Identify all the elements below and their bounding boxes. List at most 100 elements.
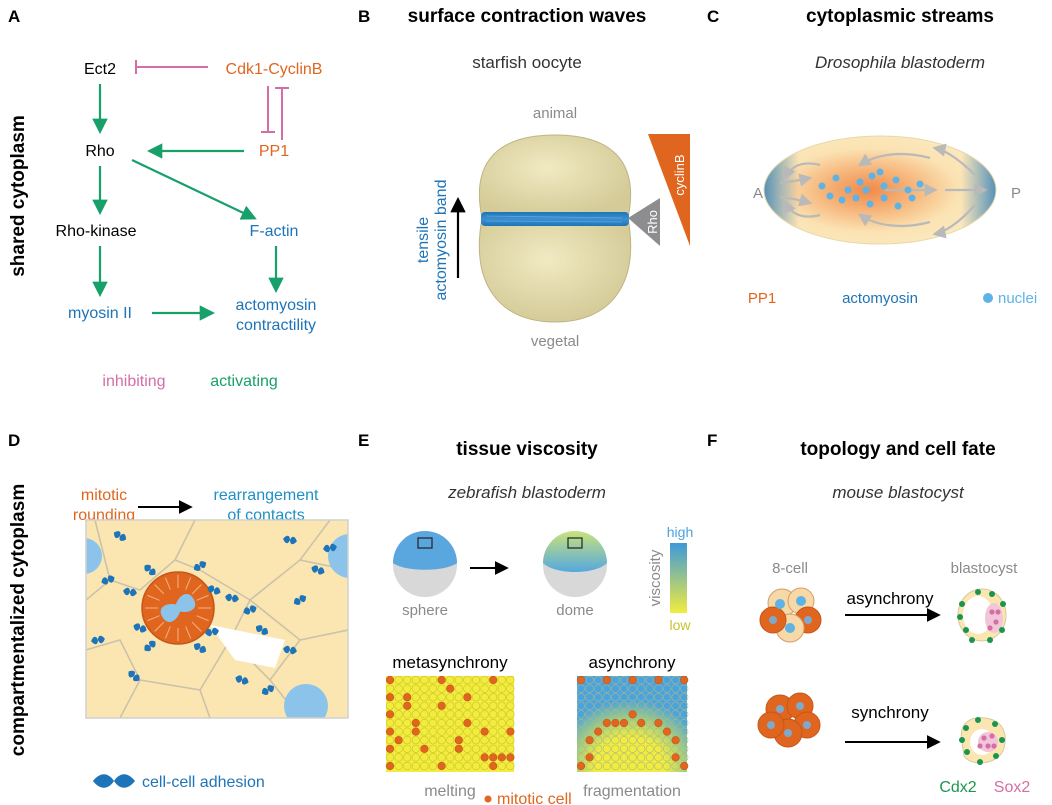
grid-cell	[637, 753, 646, 762]
grid-cell	[671, 718, 680, 728]
grid-cell	[454, 718, 463, 728]
legend-pp1: PP1	[748, 290, 776, 307]
grid-cell	[506, 753, 515, 762]
grid-cell	[654, 701, 663, 710]
adhesion-shape	[144, 640, 156, 652]
grid-cell	[428, 744, 438, 753]
grid-cell	[602, 684, 611, 693]
grid-cell	[446, 693, 455, 702]
grid-cell	[619, 684, 629, 693]
grid-cell	[489, 718, 498, 728]
sox2-nucleus	[987, 625, 993, 631]
grid-cell	[463, 736, 472, 745]
nucleus	[862, 186, 870, 194]
adhesion	[91, 635, 105, 645]
grid-cell	[489, 675, 498, 685]
grid-cell	[506, 736, 515, 745]
grid-cell	[454, 710, 463, 719]
actomyosin-band	[481, 212, 629, 226]
legend-activating: activating	[210, 373, 278, 390]
spoke	[154, 621, 165, 632]
panel-title: tissue viscosity	[456, 439, 598, 460]
grid-cell	[394, 727, 403, 736]
node-contractility: contractility	[236, 317, 316, 334]
grid-cell	[611, 710, 620, 719]
legend-cdx2: Cdx2	[939, 779, 976, 796]
nucleus	[892, 176, 900, 184]
grid-cell	[489, 753, 498, 762]
grid-cell	[628, 753, 637, 762]
grid-cell	[437, 675, 446, 685]
grid-cell	[662, 718, 672, 728]
cdx2-nucleus	[957, 614, 963, 620]
grid-cell	[437, 710, 446, 719]
sox2-nucleus	[977, 743, 983, 749]
grid-cell	[454, 761, 463, 771]
stream	[932, 204, 976, 239]
grid-cell	[662, 701, 672, 710]
grid-cell	[489, 684, 498, 693]
grid-cell	[594, 710, 603, 719]
grid-cell	[446, 753, 455, 762]
grid-cell	[437, 684, 446, 693]
grid-cell	[411, 693, 420, 702]
grid-cell	[385, 718, 395, 728]
grid-cell	[680, 693, 689, 702]
grid-cell	[602, 693, 611, 702]
dividing-chromatin	[160, 594, 196, 622]
grid-cell	[463, 710, 472, 719]
cdx2-nucleus	[963, 725, 969, 731]
grid-cell	[420, 718, 429, 728]
grid-cell	[411, 675, 420, 685]
grid-cell	[506, 675, 515, 685]
grid-cell	[602, 744, 611, 753]
cdx2-nucleus	[999, 737, 1005, 743]
activate-rho-factin	[131, 159, 257, 220]
grid-cell	[428, 753, 438, 762]
nucleus	[796, 702, 804, 710]
grid-cell	[497, 761, 506, 771]
spoke	[191, 584, 202, 595]
grid-cell	[446, 684, 455, 693]
grid-cell	[628, 727, 637, 736]
dome-embryo	[543, 531, 607, 597]
grid-cell	[506, 684, 515, 693]
grid-cell	[654, 710, 663, 719]
adhesion-shape	[255, 625, 269, 635]
neighbor-nucleus	[328, 534, 348, 578]
nucleus	[818, 182, 826, 190]
cdx2-nucleus	[987, 637, 993, 643]
grid-cell	[680, 710, 689, 719]
grid-cell	[394, 693, 403, 702]
stream	[783, 199, 821, 218]
grid-cell	[619, 736, 629, 745]
grid-cell	[594, 701, 603, 710]
grid-cell	[611, 727, 620, 736]
grid-cell	[654, 753, 663, 762]
sox2-nucleus	[981, 735, 987, 741]
grid-cell	[428, 761, 438, 771]
grid-cell	[662, 736, 672, 745]
label-cyclinb: cyclinB	[672, 154, 687, 195]
grid-cell	[454, 753, 463, 762]
grid-cell	[671, 761, 680, 771]
grid-cell	[489, 727, 498, 736]
legend-nuclei-dot	[983, 293, 993, 303]
adhesion	[243, 605, 257, 615]
grid-cell	[437, 744, 446, 753]
grid-cell	[619, 727, 629, 736]
grid-cell	[497, 701, 506, 710]
adhesion	[323, 543, 337, 553]
grid-cell	[594, 753, 603, 762]
grid-cell	[428, 701, 438, 710]
panel-title: cytoplasmic streams	[806, 6, 994, 27]
label-fragmentation: fragmentation	[583, 783, 681, 800]
adhesion-shape	[225, 593, 239, 603]
panel-d: D compartmentalized cytoplasm mitotic ro…	[8, 431, 349, 791]
grid-cell	[489, 693, 498, 702]
eightcell-sync	[757, 692, 821, 748]
grid-cell	[463, 718, 472, 728]
grid-cell	[619, 753, 629, 762]
blastoderm-cap	[543, 531, 607, 572]
grid-cell	[585, 684, 594, 693]
